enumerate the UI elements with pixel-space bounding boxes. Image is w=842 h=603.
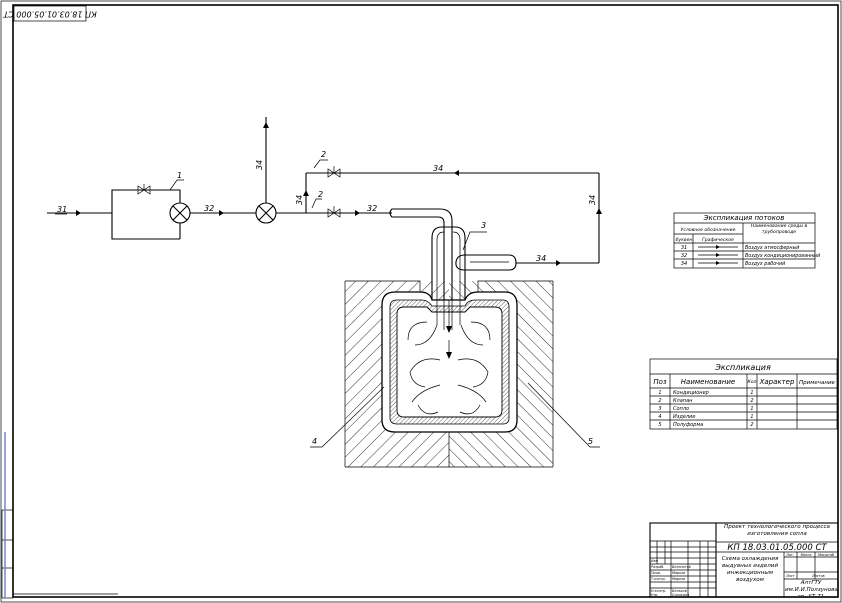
callout-1: 1 (177, 171, 182, 180)
flow-legend-code-34: 34 (681, 261, 687, 267)
label-34-vertical: 34 (255, 160, 264, 170)
callout-2a: 2 (321, 150, 326, 159)
label-34-branch: 34 (295, 195, 304, 205)
explication-col-pos: Поз (653, 378, 667, 386)
tb-name-1: Белоногов (672, 565, 691, 569)
tb-col-lit: Лит. (785, 553, 794, 557)
flow-legend-col-name: Наименование среды в трубопроводе (750, 224, 808, 235)
explication-table: Экспликация Поз Наименование Кол Характе… (649, 358, 838, 430)
explication-name-3: Сопло (673, 406, 689, 412)
callout-5: 5 (588, 437, 593, 446)
flow-legend-code-32: 32 (681, 253, 687, 259)
explication-col-note: Примечание (799, 380, 836, 386)
inner-frame (12, 4, 839, 598)
flow-legend-col-letter: буквен (676, 237, 693, 243)
flow-legend-name-32: Воздух кондиционированный (745, 253, 820, 259)
tb-row-razrab: Разраб. (651, 565, 664, 569)
piping (47, 117, 602, 266)
flow-legend-code-31: 31 (681, 245, 687, 251)
label-32a: 32 (204, 204, 214, 213)
callouts: 1 2 2 3 4 5 (169, 150, 600, 448)
tb-name-3: Марков (672, 577, 685, 581)
explication-name-1: Кондиционер (673, 390, 709, 396)
flow-legend-col-symbol: Условное обозначение (681, 227, 736, 233)
explication-qty-1: 1 (750, 390, 753, 396)
explication-name-5: Полуформа (673, 422, 703, 428)
explication-col-char: Характер (759, 378, 795, 386)
tb-row-utv: Утв. (651, 593, 658, 597)
flow-legend-col-graphic: Графическое (702, 237, 734, 243)
tb-drawing-name: Схема охлаждения выдувных изделий инжекц… (721, 556, 779, 583)
tb-row-tkontr: Т.контр. (651, 577, 666, 581)
flow-legend-table: Экспликация потоков Условное обозначение… (673, 212, 820, 269)
tb-doc-code: КП 18.03.01.05.000 СТ (727, 543, 827, 553)
explication-name-4: Изделие (673, 414, 695, 420)
label-32b: 32 (367, 204, 377, 213)
explication-pos-2: 2 (658, 398, 661, 404)
tb-row-izm: Изм (651, 559, 658, 563)
explication-col-name: Наименование (681, 378, 735, 386)
callout-4: 4 (312, 437, 317, 446)
flow-legend-name-31: Воздух атмосферный (745, 245, 799, 251)
explication-qty-3: 1 (750, 406, 753, 412)
rotated-stamp: КП 18.03.01.05.000 СТ (2, 5, 97, 22)
tb-project: Проект технологического процесса изготов… (724, 524, 830, 537)
tb-col-mass: Масса (801, 553, 812, 557)
explication-qty-5: 2 (750, 422, 753, 428)
tb-sheets: Листов (811, 574, 825, 578)
explication-name-2: Клапан (673, 398, 693, 404)
explication-qty-2: 2 (750, 398, 753, 404)
title-block: Изм Разраб. Пров. Т.контр. Н.контр. Утв.… (649, 522, 839, 598)
tb-name-2: Марков (672, 571, 685, 575)
explication-qty-4: 1 (750, 414, 753, 420)
tb-row-nkontr: Н.контр. (651, 589, 666, 593)
tb-name-4: Бельков (672, 589, 687, 593)
label-34-top: 34 (433, 164, 443, 173)
explication-pos-3: 3 (658, 406, 661, 412)
label-34-right: 34 (588, 195, 597, 205)
explication-pos-5: 5 (658, 422, 661, 428)
flow-legend-name-34: Воздух рабочий (745, 261, 785, 267)
left-margin-strips (1, 432, 14, 599)
explication-title: Экспликация (714, 363, 771, 372)
label-34-bottom: 34 (536, 254, 546, 263)
flow-legend-title: Экспликация потоков (703, 214, 785, 222)
tb-sheet: Лист (785, 574, 796, 578)
explication-col-qty: Кол (747, 379, 756, 385)
stamp-code: КП 18.03.01.05.000 СТ (2, 10, 97, 19)
tb-org: АлтГТУ им.И.И.Ползунова гр. ХТ-71 (785, 580, 837, 596)
callout-3: 3 (481, 221, 486, 230)
tb-name-5: Сорокина (672, 593, 689, 597)
label-31: 31 (57, 205, 67, 214)
explication-pos-1: 1 (658, 390, 661, 396)
flow-labels: 31 32 32 34 34 34 34 34 (55, 160, 597, 263)
callout-2b: 2 (318, 190, 323, 199)
explication-pos-4: 4 (658, 414, 661, 420)
tb-col-scale: Масштаб (818, 553, 834, 557)
tb-row-prov: Пров. (651, 571, 661, 575)
product-container (381, 291, 518, 433)
nozzle (389, 208, 517, 301)
